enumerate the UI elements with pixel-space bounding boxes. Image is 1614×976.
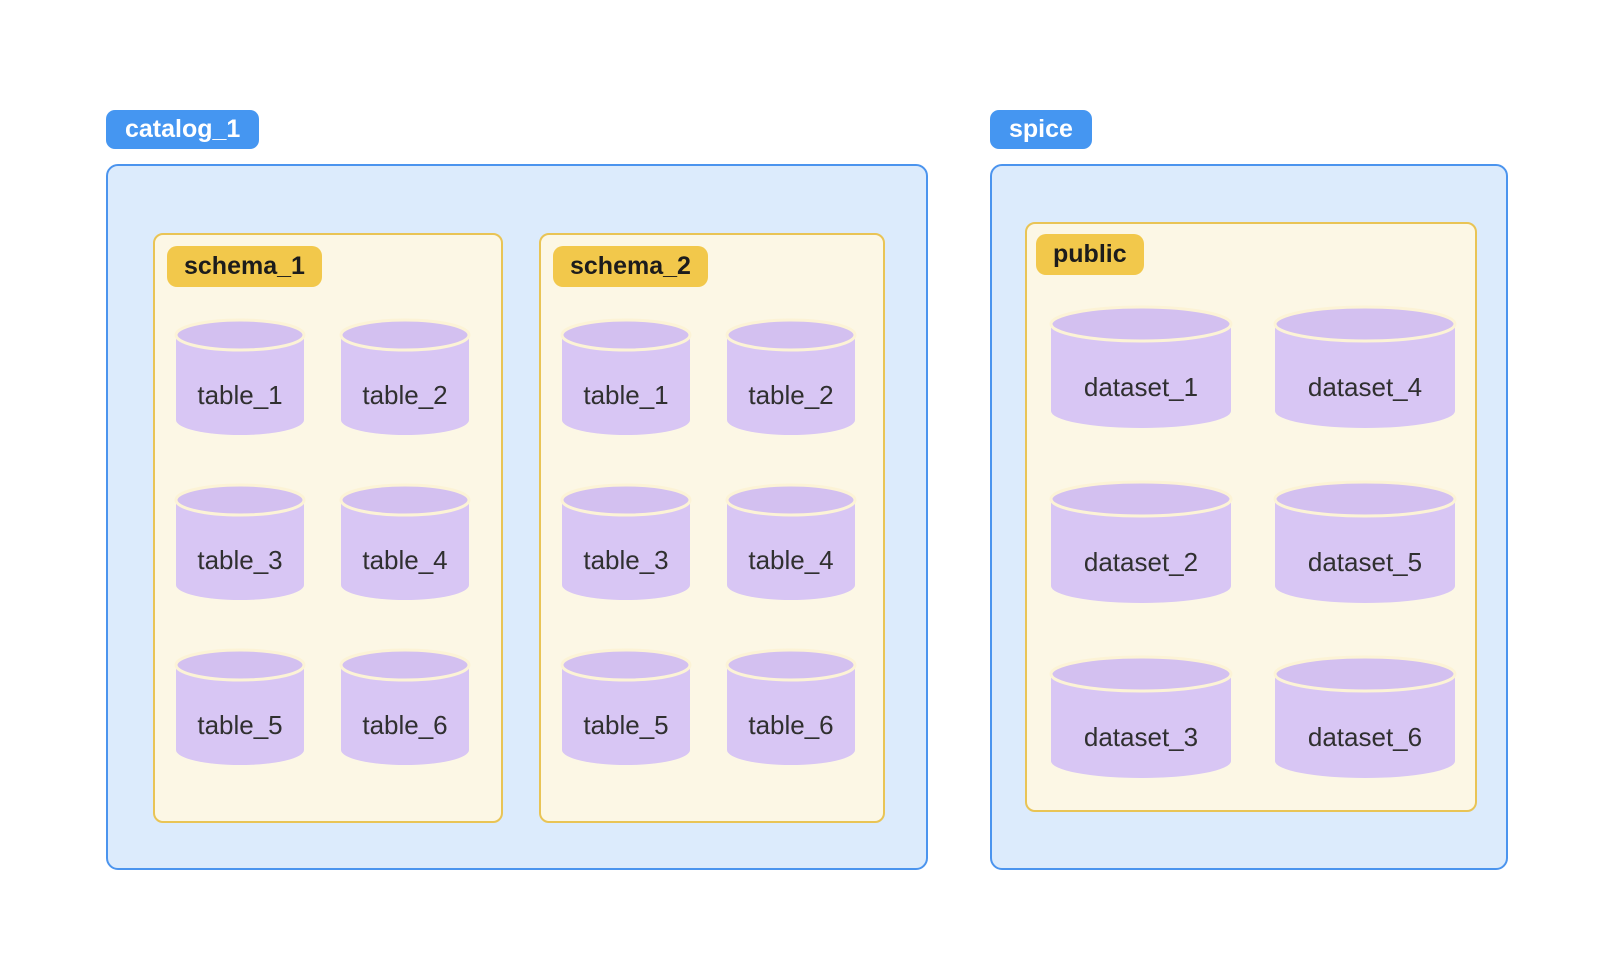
dataset-cylinder: dataset_2 <box>1048 480 1234 607</box>
schema-1-badge: schema_1 <box>167 246 322 287</box>
table-cylinder: table_6 <box>338 648 472 767</box>
table-cylinder: table_4 <box>338 483 472 602</box>
database-cylinder-icon <box>174 318 306 435</box>
dataset-cylinder: dataset_5 <box>1272 480 1458 607</box>
database-cylinder-icon <box>1049 655 1233 778</box>
database-cylinder-icon <box>1273 480 1457 603</box>
database-cylinder-icon <box>725 648 857 765</box>
dataset-cylinder: dataset_6 <box>1272 655 1458 782</box>
database-cylinder-icon <box>1049 305 1233 428</box>
table-cylinder: table_5 <box>559 648 693 767</box>
schema-1-table-grid: table_1 table_2 table_3 <box>173 318 472 767</box>
database-cylinder-icon <box>339 318 471 435</box>
table-cylinder: table_2 <box>724 318 858 437</box>
table-cylinder: table_4 <box>724 483 858 602</box>
database-cylinder-icon <box>174 648 306 765</box>
table-cylinder: table_1 <box>173 318 307 437</box>
schema-2-badge: schema_2 <box>553 246 708 287</box>
table-cylinder: table_1 <box>559 318 693 437</box>
table-cylinder: table_2 <box>338 318 472 437</box>
schema-2-box: schema_2 table_1 table_2 <box>539 233 885 823</box>
catalog-1-container: schema_1 table_1 table_2 <box>106 164 928 870</box>
database-cylinder-icon <box>1049 480 1233 603</box>
table-cylinder: table_3 <box>559 483 693 602</box>
dataset-cylinder: dataset_4 <box>1272 305 1458 432</box>
schema-1-box: schema_1 table_1 table_2 <box>153 233 503 823</box>
spice-container: public dataset_1 dataset_4 <box>990 164 1508 870</box>
public-box: public dataset_1 dataset_4 <box>1025 222 1477 812</box>
database-cylinder-icon <box>1273 305 1457 428</box>
database-cylinder-icon <box>1273 655 1457 778</box>
table-cylinder: table_6 <box>724 648 858 767</box>
database-cylinder-icon <box>725 483 857 600</box>
database-cylinder-icon <box>560 648 692 765</box>
table-cylinder: table_5 <box>173 648 307 767</box>
catalog-1-badge: catalog_1 <box>106 110 260 149</box>
database-cylinder-icon <box>339 648 471 765</box>
database-cylinder-icon <box>560 318 692 435</box>
dataset-cylinder: dataset_3 <box>1048 655 1234 782</box>
database-cylinder-icon <box>174 483 306 600</box>
table-cylinder: table_3 <box>173 483 307 602</box>
public-dataset-grid: dataset_1 dataset_4 dataset_2 <box>1048 305 1458 782</box>
public-badge: public <box>1036 234 1144 275</box>
schema-2-table-grid: table_1 table_2 table_3 <box>559 318 858 767</box>
database-cylinder-icon <box>560 483 692 600</box>
spice-badge: spice <box>990 110 1092 149</box>
database-cylinder-icon <box>725 318 857 435</box>
database-cylinder-icon <box>339 483 471 600</box>
dataset-cylinder: dataset_1 <box>1048 305 1234 432</box>
